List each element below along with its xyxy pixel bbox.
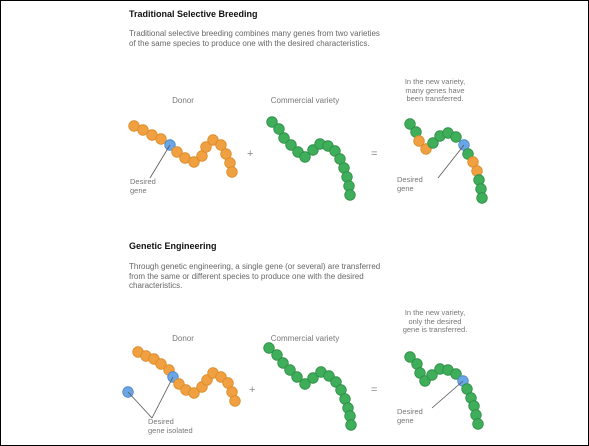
commercial-gene-bead bbox=[346, 420, 357, 431]
commercial-gene-bead bbox=[345, 190, 356, 201]
donor-gene-bead bbox=[230, 396, 241, 407]
donor-gene-bead bbox=[156, 134, 167, 145]
genetic-callout-right-line bbox=[432, 381, 463, 408]
traditional-heading: Traditional Selective Breeding bbox=[129, 9, 258, 19]
traditional-commercial-label: Commercial variety bbox=[260, 96, 350, 105]
traditional-callout-right: Desired gene bbox=[397, 176, 423, 193]
genetic-plus: + bbox=[249, 384, 255, 396]
traditional-donor-label: Donor bbox=[158, 96, 208, 105]
result-gene-bead bbox=[477, 193, 488, 204]
genetic-callout-left-line-a bbox=[128, 392, 152, 418]
donor-gene-bead bbox=[227, 167, 238, 178]
result-gene-bead bbox=[451, 132, 462, 143]
traditional-description: Traditional selective breeding combines … bbox=[129, 29, 499, 48]
genetic-commercial-label: Commercial variety bbox=[260, 334, 350, 343]
result-gene-bead bbox=[473, 419, 484, 430]
genetic-donor-label: Donor bbox=[158, 334, 208, 343]
traditional-equals: = bbox=[371, 148, 377, 160]
genetic-result-note: In the new variety, only the desired gen… bbox=[385, 309, 485, 335]
genetic-heading: Genetic Engineering bbox=[129, 241, 217, 251]
traditional-plus: + bbox=[247, 148, 253, 160]
traditional-callout-left: Desired gene bbox=[130, 178, 156, 195]
traditional-callout-right-line bbox=[438, 145, 464, 178]
genetic-callout-left: Desired gene isolated bbox=[148, 418, 193, 435]
genetic-callout-left-line-b bbox=[152, 377, 173, 418]
genetic-callout-right: Desired gene bbox=[397, 408, 423, 425]
traditional-result-note: In the new variety, many genes have been… bbox=[385, 78, 485, 104]
genetic-description: Through genetic engineering, a single ge… bbox=[129, 262, 509, 291]
traditional-callout-left-line bbox=[150, 145, 170, 178]
genetic-equals: = bbox=[371, 384, 377, 396]
